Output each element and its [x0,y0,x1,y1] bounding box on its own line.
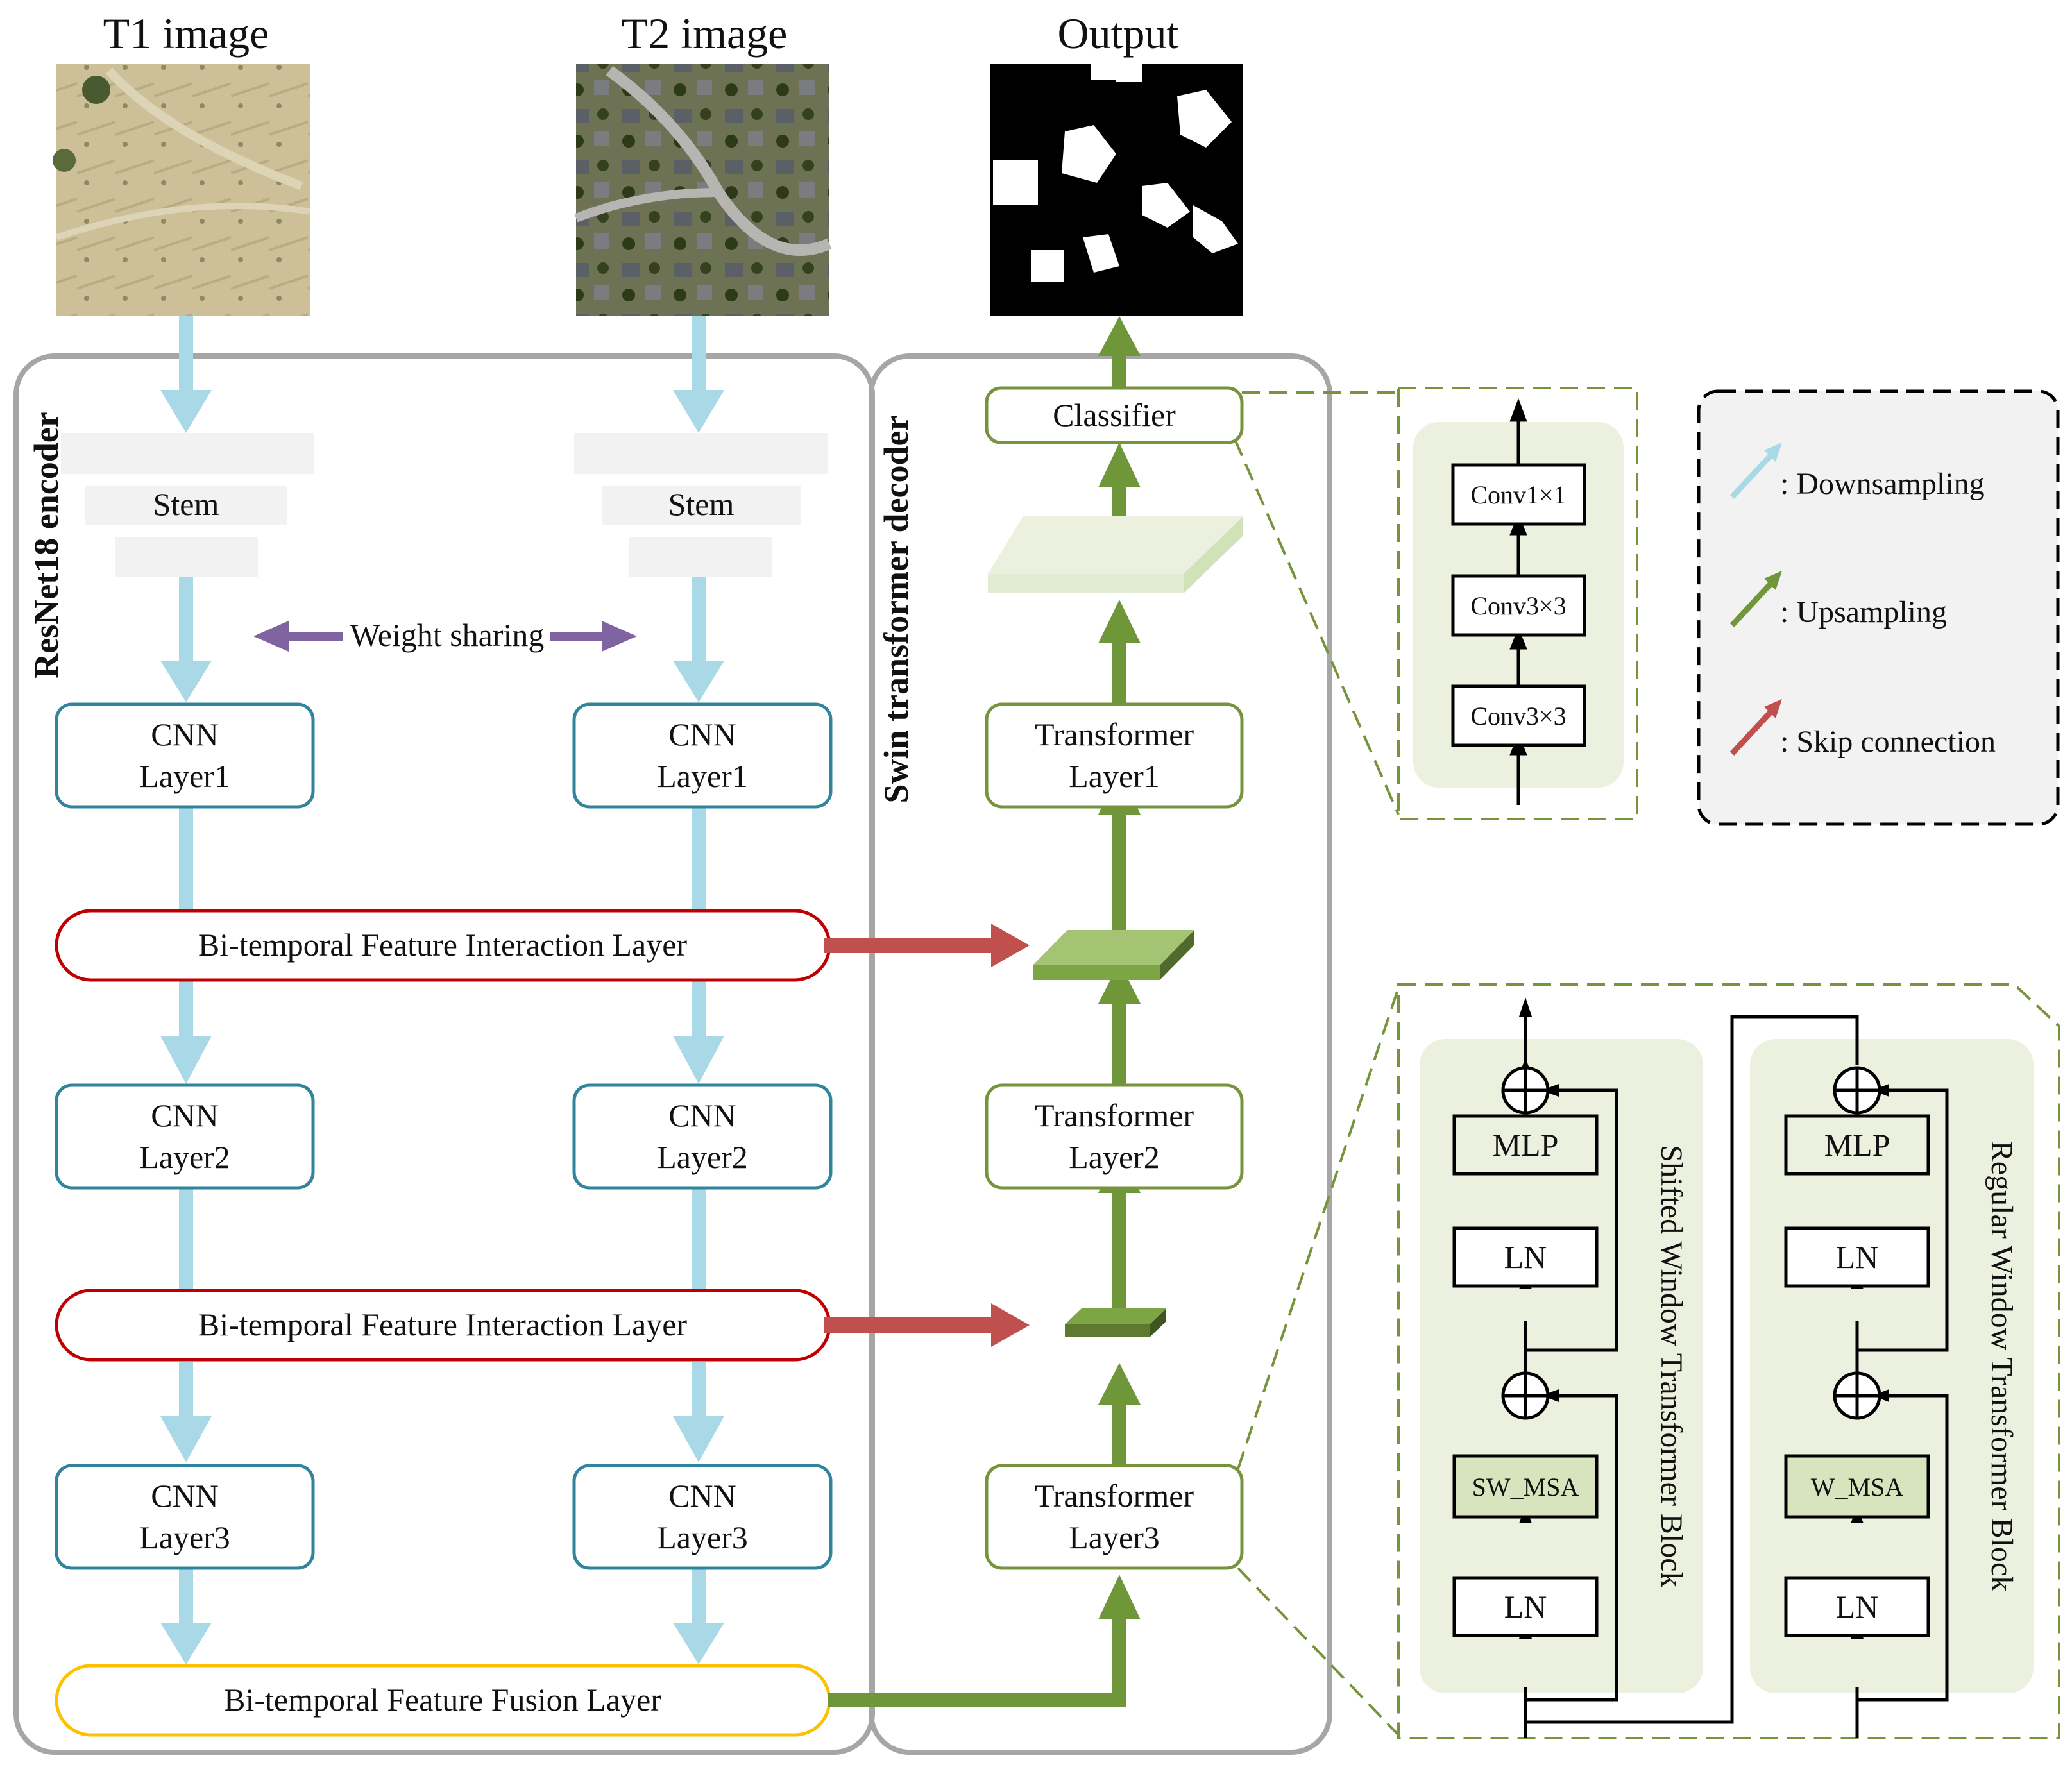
legend-box [1697,389,2060,826]
w-msa-box: W_MSA [1784,1454,1930,1519]
svg-text:Layer3: Layer3 [657,1519,748,1555]
regular-block-bg [1750,1039,2034,1693]
upsampling-legend-label: : Upsampling [1780,595,1947,629]
svg-text:LN: LN [1504,1239,1547,1275]
stem-left-label: Stem [153,486,219,522]
weight-sharing-arrow [253,621,637,652]
svg-text:Bi-temporal Feature Interactio: Bi-temporal Feature Interaction Layer [198,1306,688,1342]
svg-text:CNN: CNN [668,1097,736,1133]
svg-text:Layer1: Layer1 [657,758,748,794]
upsampling-legend-arrow [1729,571,1782,628]
regular-ln-box-upper: LN [1784,1226,1930,1288]
downsampling-legend-arrow [1729,443,1782,500]
svg-text:W_MSA: W_MSA [1811,1473,1904,1501]
shifted-ln-box-upper: LN [1452,1226,1599,1288]
svg-text:Layer3: Layer3 [1069,1519,1160,1555]
t1-image-title: T1 image [103,9,269,58]
shifted-block-title: Shifted Window Transformer Block [1654,1145,1688,1587]
interaction-layer-2: Bi-temporal Feature Interaction Layer [55,1289,831,1362]
svg-text:CNN: CNN [668,716,736,752]
decoder-label: Swin transformer decoder [877,416,915,804]
svg-text:Bi-temporal Feature Fusion Lay: Bi-temporal Feature Fusion Layer [224,1682,661,1718]
feature-map-small [1065,1308,1166,1337]
regular-ln-box-lower: LN [1784,1576,1930,1637]
svg-text:MLP: MLP [1493,1127,1559,1163]
svg-text:CNN: CNN [668,1478,736,1514]
svg-text:LN: LN [1836,1239,1879,1275]
weight-sharing-label: Weight sharing [350,617,545,653]
svg-text:Layer2: Layer2 [657,1139,748,1175]
encoder-label: ResNet18 encoder [27,412,65,678]
conv3x3-block-lower: Conv3×3 [1451,684,1586,747]
conv1x1-block: Conv1×1 [1451,463,1586,526]
feature-map-medium [1033,930,1194,980]
skip-legend-label: : Skip connection [1780,725,1996,759]
output-title: Output [1058,9,1179,58]
interaction-layer-1: Bi-temporal Feature Interaction Layer [55,909,831,982]
downsampling-arrows [160,316,724,1664]
transformer-layer2: Transformer Layer2 [985,1083,1244,1190]
regular-add-icon-lower [1833,1371,1881,1420]
svg-text:LN: LN [1504,1589,1547,1625]
stem-right: Stem [574,433,828,577]
fusion-layer: Bi-temporal Feature Fusion Layer [55,1664,831,1737]
t2-image-title: T2 image [622,9,788,58]
svg-text:Transformer: Transformer [1035,1478,1194,1514]
svg-text:Conv3×3: Conv3×3 [1470,702,1566,731]
conv3x3-block-upper: Conv3×3 [1451,574,1586,637]
cnn-layer2-right: CNN Layer2 [572,1083,833,1190]
svg-text:Layer2: Layer2 [139,1139,230,1175]
transformer-layer1: Transformer Layer1 [985,702,1244,809]
svg-text:Transformer: Transformer [1035,1097,1194,1133]
t2-image [574,64,832,316]
shifted-add-icon-lower [1501,1371,1550,1420]
cnn-layer1-right: CNN Layer1 [572,702,833,809]
regular-mlp-box: MLP [1784,1114,1930,1176]
shifted-add-icon-upper [1501,1066,1550,1115]
svg-text:Conv3×3: Conv3×3 [1470,591,1566,620]
svg-text:Layer3: Layer3 [139,1519,230,1555]
svg-text:CNN: CNN [151,1478,219,1514]
sw-msa-box: SW_MSA [1452,1454,1599,1519]
classifier-detail-frame [1397,387,1638,820]
regular-block-title: Regular Window Transformer Block [1985,1141,2019,1591]
shifted-ln-box-lower: LN [1452,1576,1599,1637]
downsampling-legend-label: : Downsampling [1780,467,1985,501]
cnn-layer3-right: CNN Layer3 [572,1464,833,1570]
svg-text:Bi-temporal Feature Interactio: Bi-temporal Feature Interaction Layer [198,927,688,963]
output-change-map [990,64,1243,316]
skip-connection-arrows [824,924,1030,1347]
t1-image [53,64,310,316]
shifted-block-bg [1420,1039,1703,1693]
stem-left: Stem [61,433,314,577]
svg-text:Classifier: Classifier [1053,397,1176,433]
cnn-layer2-left: CNN Layer2 [55,1083,315,1190]
shifted-mlp-box: MLP [1452,1114,1599,1176]
svg-text:Layer2: Layer2 [1069,1139,1160,1175]
transformer-layer3: Transformer Layer3 [985,1464,1244,1570]
regular-add-icon-upper [1833,1066,1881,1115]
feature-map-large [988,516,1243,593]
skip-legend-arrow [1729,699,1782,756]
svg-text:Layer1: Layer1 [139,758,230,794]
svg-text:LN: LN [1836,1589,1879,1625]
cnn-layer3-left: CNN Layer3 [55,1464,315,1570]
swin-detail-frame [1397,983,2060,1739]
svg-text:MLP: MLP [1824,1127,1890,1163]
svg-text:SW_MSA: SW_MSA [1472,1473,1579,1501]
svg-text:Conv1×1: Conv1×1 [1470,480,1566,509]
classifier-box: Classifier [985,386,1244,444]
svg-text:CNN: CNN [151,1097,219,1133]
svg-text:CNN: CNN [151,716,219,752]
svg-text:Transformer: Transformer [1035,716,1194,752]
cnn-layer1-left: CNN Layer1 [55,702,315,809]
svg-text:Layer1: Layer1 [1069,758,1160,794]
stem-right-label: Stem [668,486,735,522]
